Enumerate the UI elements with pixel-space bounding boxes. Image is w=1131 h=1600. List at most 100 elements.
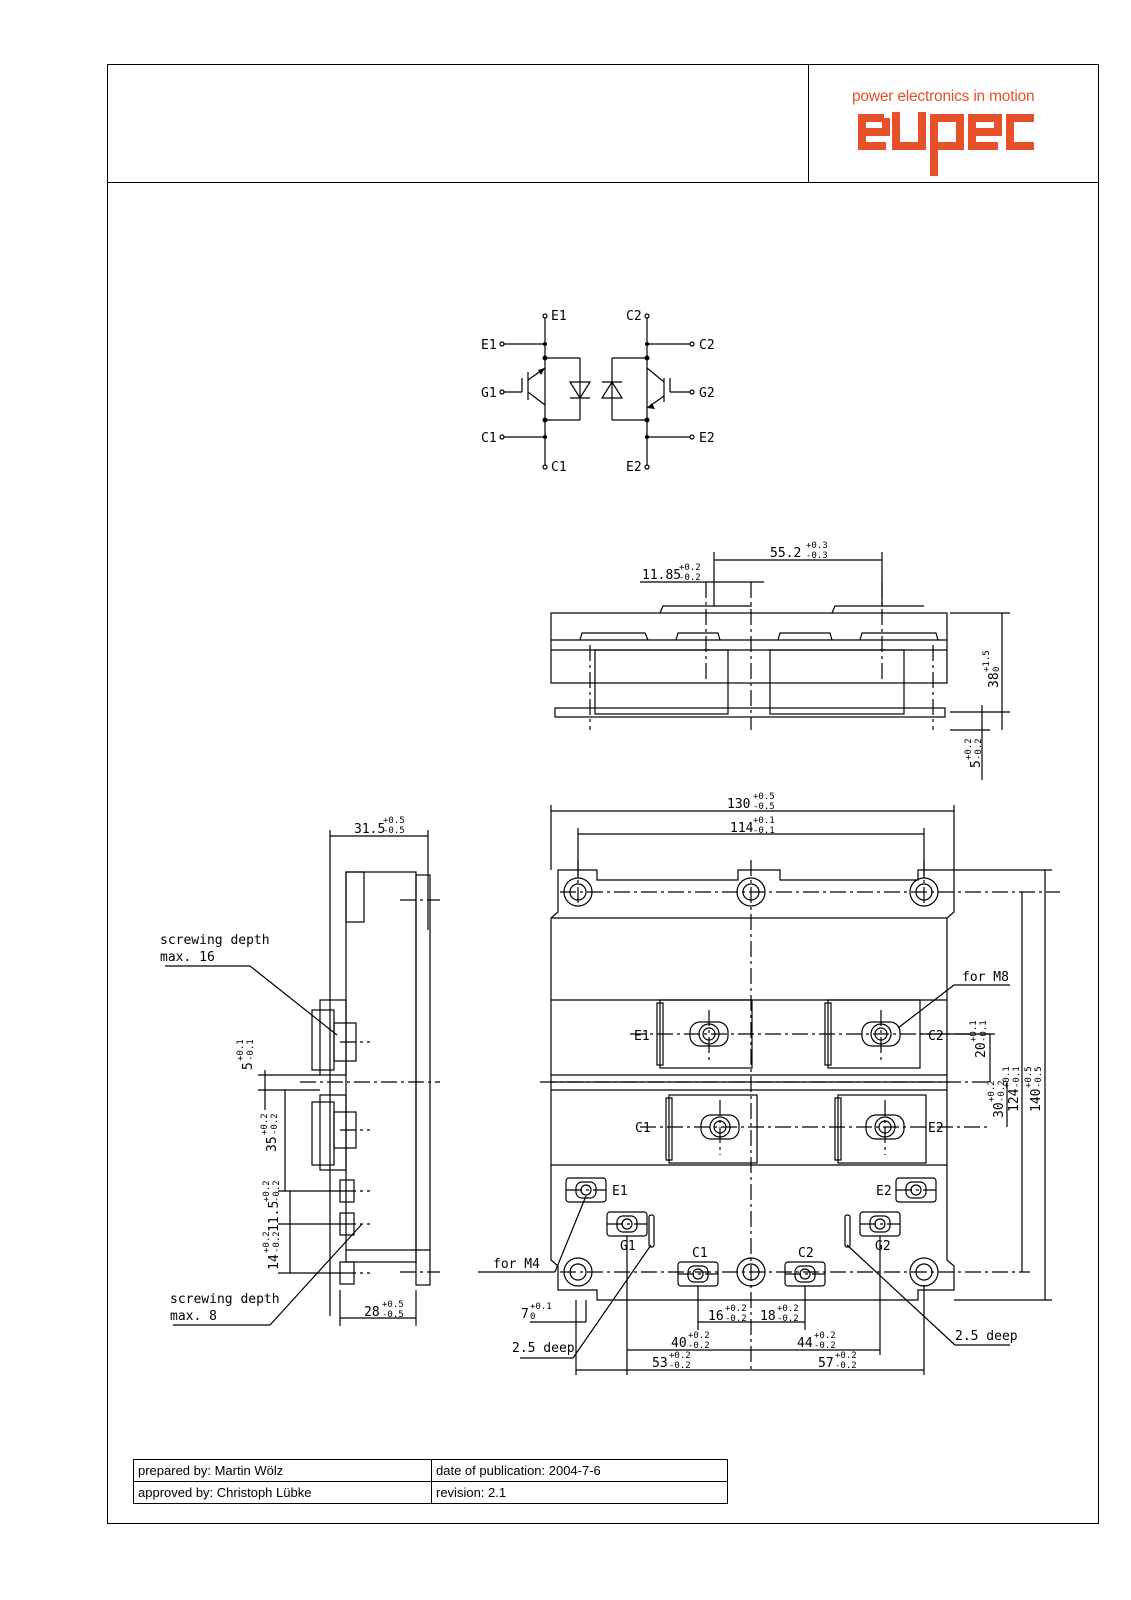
tol: +0.2 bbox=[835, 1351, 857, 1361]
tol: +0.2 bbox=[260, 1113, 270, 1135]
header-divider bbox=[107, 182, 1099, 183]
tol: -0.5 bbox=[753, 802, 775, 812]
date-of-publication: date of publication: 2004-7-6 bbox=[431, 1459, 728, 1482]
dim-7: 7 bbox=[521, 1307, 529, 1322]
tol: -0.2 bbox=[997, 1080, 1007, 1102]
dim-28: 28 bbox=[364, 1305, 380, 1320]
dim-124: 124 bbox=[1007, 1088, 1022, 1112]
tol: +0.1 bbox=[236, 1039, 246, 1061]
tol: +0.2 bbox=[688, 1331, 710, 1341]
dim-53: 53 bbox=[652, 1356, 668, 1371]
note-for-m4: for M4 bbox=[493, 1257, 540, 1272]
dim-5: 5 bbox=[241, 1062, 256, 1070]
tol: -0.5 bbox=[1034, 1066, 1044, 1088]
dim-5-base: 5 bbox=[969, 760, 984, 768]
tol: -0.2 bbox=[270, 1113, 280, 1135]
tol: -0.5 bbox=[383, 826, 405, 836]
logo-divider bbox=[808, 64, 809, 182]
pin-e2-bottom: E2 bbox=[626, 460, 642, 475]
dim-130: 130 bbox=[727, 797, 750, 812]
tol: +0.2 bbox=[669, 1351, 691, 1361]
pin-c2: C2 bbox=[699, 338, 715, 353]
tol: -0.2 bbox=[272, 1231, 282, 1253]
tol: -0.1 bbox=[246, 1039, 256, 1061]
pin-e1-top: E1 bbox=[551, 309, 567, 324]
note-screwing-depth-8: screwing depth bbox=[170, 1292, 280, 1307]
note-2-5-deep-left: 2.5 deep bbox=[512, 1341, 575, 1356]
dim-30: 30 bbox=[992, 1102, 1007, 1118]
pin-c2-top: C2 bbox=[626, 309, 642, 324]
dim-35: 35 bbox=[265, 1136, 280, 1152]
tol: +0.5 bbox=[753, 792, 775, 802]
tol: +0.5 bbox=[383, 816, 405, 826]
label-g1: G1 bbox=[620, 1239, 636, 1254]
tol: -0.2 bbox=[777, 1314, 799, 1324]
label-e2-main: E2 bbox=[928, 1121, 944, 1136]
tol: +0.5 bbox=[1024, 1066, 1034, 1088]
tol: -0.2 bbox=[974, 738, 984, 760]
dim-40: 40 bbox=[671, 1336, 687, 1351]
dim-55-2: 55.2 bbox=[770, 546, 801, 561]
label-c2-aux: C2 bbox=[798, 1246, 814, 1261]
label-g2: G2 bbox=[875, 1239, 891, 1254]
logo-tagline: power electronics in motion bbox=[852, 88, 1035, 105]
tol: -0.2 bbox=[688, 1341, 710, 1351]
dim-16: 16 bbox=[708, 1309, 724, 1324]
tol: 0 bbox=[530, 1312, 535, 1322]
note-screwing-depth-16: screwing depth bbox=[160, 933, 270, 948]
tol: +0.2 bbox=[814, 1331, 836, 1341]
drawing-frame bbox=[107, 64, 1099, 1524]
tol: -0.3 bbox=[806, 551, 828, 561]
dim-11-5: 11.5 bbox=[267, 1201, 282, 1232]
dim-114: 114 bbox=[730, 821, 754, 836]
revision: revision: 2.1 bbox=[431, 1481, 728, 1504]
dim-44: 44 bbox=[797, 1336, 813, 1351]
pin-e2: E2 bbox=[699, 431, 715, 446]
tol: -0.1 bbox=[753, 826, 775, 836]
note-screwing-depth-16-max: max. 16 bbox=[160, 950, 215, 965]
eupec-logo bbox=[858, 112, 1034, 176]
tol: -0.1 bbox=[1012, 1066, 1022, 1088]
tol: 0 bbox=[992, 667, 1002, 672]
dim-140: 140 bbox=[1029, 1089, 1044, 1112]
dim-38: 38 bbox=[987, 672, 1002, 688]
approved-by: approved by: Christoph Lübke bbox=[133, 1481, 432, 1504]
note-screwing-depth-8-max: max. 8 bbox=[170, 1309, 217, 1324]
pin-c1: C1 bbox=[481, 431, 497, 446]
dim-57: 57 bbox=[818, 1356, 834, 1371]
tol: +0.2 bbox=[262, 1180, 272, 1202]
tol: -0.2 bbox=[272, 1180, 282, 1202]
tol: -0.5 bbox=[382, 1310, 404, 1320]
profile-view bbox=[165, 830, 440, 1326]
tol: +1.5 bbox=[982, 650, 992, 672]
tol: +0.5 bbox=[382, 1300, 404, 1310]
dim-20: 20 bbox=[974, 1042, 989, 1058]
tol: +0.2 bbox=[262, 1231, 272, 1253]
tol: +0.3 bbox=[806, 541, 828, 551]
tol: +0.2 bbox=[725, 1304, 747, 1314]
note-2-5-deep-right: 2.5 deep bbox=[955, 1329, 1018, 1344]
top-view bbox=[478, 805, 1060, 1375]
tol: +0.2 bbox=[777, 1304, 799, 1314]
circuit-schematic bbox=[504, 318, 690, 465]
pin-e1: E1 bbox=[481, 338, 497, 353]
tol: +0.1 bbox=[969, 1020, 979, 1042]
note-for-m8: for M8 bbox=[962, 970, 1009, 985]
label-c1-aux: C1 bbox=[692, 1246, 708, 1261]
label-e2-aux: E2 bbox=[876, 1184, 892, 1199]
pin-g1: G1 bbox=[481, 386, 497, 401]
tol: -0.2 bbox=[679, 573, 701, 583]
pin-g2: G2 bbox=[699, 386, 715, 401]
prepared-by: prepared by: Martin Wölz bbox=[133, 1459, 432, 1482]
tol: +0.2 bbox=[987, 1080, 997, 1102]
tol: -0.2 bbox=[814, 1341, 836, 1351]
tol: +0.2 bbox=[679, 563, 701, 573]
tol: -0.1 bbox=[979, 1020, 989, 1042]
pin-c1-bottom: C1 bbox=[551, 460, 567, 475]
label-e1-aux: E1 bbox=[612, 1184, 628, 1199]
dim-31-5: 31.5 bbox=[354, 822, 385, 837]
label-e1-main: E1 bbox=[634, 1029, 650, 1044]
tol: +0.2 bbox=[964, 738, 974, 760]
dim-18: 18 bbox=[760, 1309, 776, 1324]
